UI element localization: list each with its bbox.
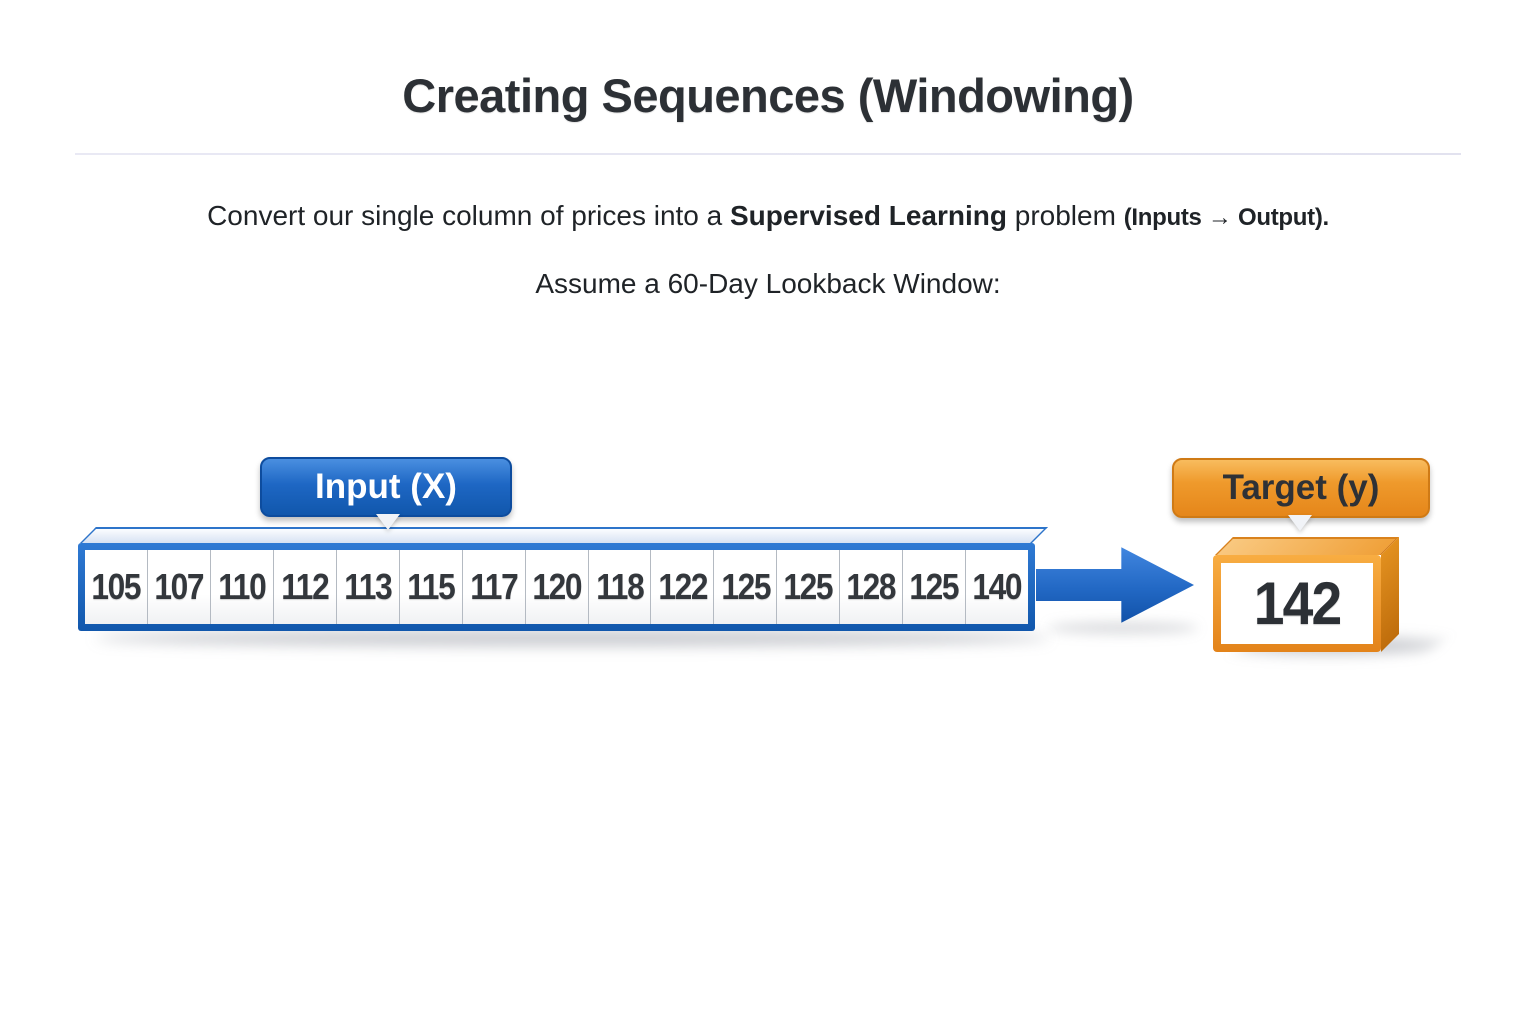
arrow-shadow	[1048, 622, 1198, 634]
cell-value: 105	[91, 566, 142, 607]
intro-part1: Convert our single column of prices into…	[207, 200, 730, 231]
cell-value: 125	[720, 566, 771, 607]
target-label: Target (y)	[1172, 458, 1430, 518]
sequence-cell: 112	[273, 550, 337, 624]
cell-value: 110	[218, 566, 266, 607]
cell-value: 118	[595, 566, 644, 607]
cell-value: 117	[470, 566, 518, 607]
sequence-cell: 128	[840, 550, 904, 624]
input-sequence-bar: 105 107 110 112 113 115 117 120 118 122 …	[78, 543, 1035, 631]
target-label-pointer	[1288, 515, 1312, 531]
target-box: 142	[1213, 537, 1403, 652]
intro-parenthetical: (Inputs → Output).	[1123, 204, 1330, 231]
sequence-cell: 120	[525, 550, 589, 624]
cell-value: 122	[657, 566, 708, 607]
cell-value: 128	[846, 566, 897, 607]
sequence-cell: 125	[777, 550, 841, 624]
cell-value: 107	[154, 566, 204, 607]
cell-value: 113	[344, 566, 392, 607]
sequence-cell: 118	[588, 550, 652, 624]
input-label: Input (X)	[260, 457, 512, 517]
sequence-cell: 117	[462, 550, 526, 624]
cell-value: 140	[972, 566, 1023, 607]
sequence-cell: 110	[210, 550, 274, 624]
sequence-cell: 105	[85, 550, 148, 624]
bar-drop-shadow	[95, 630, 1050, 646]
intro-part2: problem	[1006, 200, 1124, 231]
arrow-right-icon	[1036, 547, 1194, 623]
cell-value: 120	[532, 566, 582, 607]
intro-emphasis: Supervised Learning	[730, 200, 1007, 231]
cell-value: 125	[783, 566, 834, 607]
page-title: Creating Sequences (Windowing)	[402, 69, 1134, 122]
input-label-pointer	[376, 514, 400, 530]
cell-value: 115	[407, 566, 455, 607]
target-value-panel: 142	[1221, 563, 1373, 644]
cell-value: 112	[281, 566, 329, 607]
sequence-cell: 122	[651, 550, 715, 624]
sequence-cell: 140	[966, 550, 1029, 624]
cell-value: 125	[909, 566, 960, 607]
sequence-cell: 115	[399, 550, 463, 624]
sequence-cell: 125	[903, 550, 967, 624]
target-value: 142	[1253, 570, 1342, 637]
sequence-cells: 105 107 110 112 113 115 117 120 118 122 …	[85, 550, 1029, 624]
intro-line-1: Convert our single column of prices into…	[0, 200, 1536, 232]
sequence-cell: 125	[714, 550, 778, 624]
target-box-top-face	[1215, 537, 1399, 555]
target-box-side-face	[1381, 537, 1399, 652]
sequence-cell: 113	[336, 550, 400, 624]
bar-top-face	[80, 527, 1048, 543]
intro-line-2: Assume a 60-Day Lookback Window:	[535, 268, 1001, 299]
title-divider	[75, 153, 1461, 155]
target-box-front-face: 142	[1213, 555, 1381, 652]
sequence-cell: 107	[147, 550, 211, 624]
